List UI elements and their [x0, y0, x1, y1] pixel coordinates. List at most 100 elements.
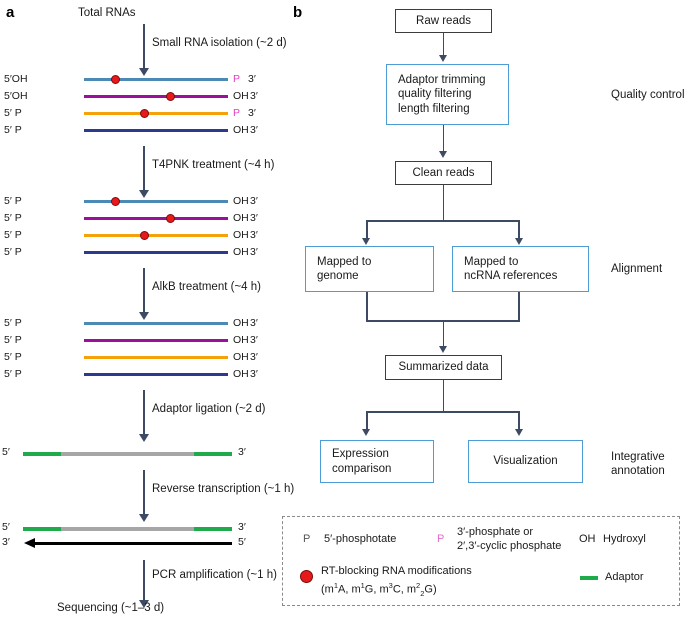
strand-1-right-terminus: P: [233, 73, 241, 85]
branch-left-arrowhead-alignment: [362, 238, 371, 245]
flow-node-visualization[interactable]: Visualization: [468, 440, 583, 483]
strand-2-left-terminus: 5′ P: [4, 334, 22, 346]
rna-strand-1: [84, 200, 228, 203]
rna-stage-after-reverse-transcription: 5′ 3′ 3′ 5′: [0, 521, 290, 553]
rt-adaptor-3prime: [194, 527, 232, 531]
legend-3prime-line-2: 2′,3′-cyclic phosphate: [457, 539, 562, 552]
branch-bar-annotation: [366, 411, 520, 413]
flow-node-raw-reads[interactable]: Raw reads: [395, 9, 492, 33]
legend-symbol-p-5prime: P: [303, 533, 311, 545]
rna-stage-after-adaptor-ligation: 5′ 3′: [0, 446, 290, 462]
expression-line-2: comparison: [332, 462, 392, 475]
flow-node-mapped-to-genome[interactable]: Mapped to genome: [305, 246, 434, 292]
figure-legend-box: P 5′-phosphotate P 3′-phosphate or 2′,3′…: [282, 516, 680, 606]
step-label-reverse-transcription: Reverse transcription (~1 h): [152, 483, 295, 495]
connector-raw-to-qc: [442, 33, 445, 57]
strand-4-left-terminus: 5′ P: [4, 368, 22, 380]
strand-3-right-prime: 3′: [250, 351, 258, 363]
strand-3-right-prime: 3′: [250, 229, 258, 241]
mapped-genome-line-2: genome: [317, 270, 359, 282]
strand-2-right-prime: 3′: [250, 90, 258, 102]
qc-line-1: Adaptor trimming: [398, 73, 486, 86]
integrative-annotation-line-2: annotation: [611, 465, 665, 477]
stage4-right-end-label: 3′: [238, 446, 246, 458]
rna-modification-marker: [111, 196, 121, 206]
mapped-genome-line-1: Mapped to: [317, 255, 372, 268]
branch-right-drop-alignment: [518, 220, 520, 240]
connector-qc-to-clean-arrowhead: [439, 151, 447, 158]
legend-text-5prime-phosphotate: 5′-phosphotate: [324, 533, 397, 545]
legend-symbol-rt-blocking-dot: [300, 570, 313, 583]
adaptor-segment-5prime: [23, 452, 61, 456]
merge-stem-summarized: [442, 320, 445, 348]
legend-text-3prime-phosphate: 3′-phosphate or 2′,3′-cyclic phosphate: [457, 526, 561, 553]
qc-line-3: length filtering: [398, 102, 470, 115]
strand-2-right-terminus: OH: [233, 212, 249, 224]
rna-modification-marker: [165, 91, 175, 101]
rna-strand-3: [84, 356, 228, 359]
strand-1-left-terminus: 5′ P: [4, 317, 22, 329]
merge-arrowhead-summarized: [439, 346, 447, 353]
strand-1-right-prime: 3′: [250, 195, 258, 207]
branch-right-arrowhead-alignment: [514, 238, 523, 245]
strand-3-right-prime: 3′: [248, 107, 256, 119]
rna-strand-4: [84, 129, 228, 132]
strand-3-left-terminus: 5′ P: [4, 107, 22, 119]
stage-label-integrative-annotation: Integrative annotation: [611, 450, 665, 478]
stage-label-alignment: Alignment: [611, 263, 663, 275]
flow-node-clean-reads[interactable]: Clean reads: [395, 161, 492, 185]
panel-a-final-label: Sequencing (~1–3 d): [57, 602, 165, 614]
rna-modification-marker: [111, 74, 121, 84]
cdna-arrowhead: [24, 538, 35, 548]
stage5-bottom-right-label: 5′: [238, 536, 246, 548]
strand-2-right-prime: 3′: [250, 334, 258, 346]
strand-1-right-terminus: OH: [233, 317, 249, 329]
process-arrow-3: [139, 268, 149, 320]
strand-4-left-terminus: 5′ P: [4, 246, 22, 258]
strand-3-left-terminus: 5′ P: [4, 229, 22, 241]
rna-modification-marker: [165, 213, 175, 223]
strand-4-right-terminus: OH: [233, 246, 249, 258]
flow-node-quality-control[interactable]: Adaptor trimming quality filtering lengt…: [386, 64, 509, 125]
strand-3-right-terminus: P: [233, 107, 241, 119]
strand-2-right-terminus: OH: [233, 334, 249, 346]
rna-modification-marker: [139, 230, 149, 240]
legend-symbol-oh: OH: [579, 533, 596, 545]
flow-node-expression-comparison[interactable]: Expression comparison: [320, 440, 434, 483]
rna-strand-3: [84, 112, 228, 115]
process-arrow-5: [139, 470, 149, 522]
rt-adaptor-5prime: [23, 527, 61, 531]
step-label-pcr-amplification: PCR amplification (~1 h): [152, 569, 277, 581]
strand-1-left-terminus: 5′OH: [4, 73, 28, 85]
branch-left-drop-annotation: [366, 411, 368, 431]
flow-node-summarized-data[interactable]: Summarized data: [385, 355, 502, 380]
panel-a-letter: a: [6, 4, 15, 21]
strand-1-right-prime: 3′: [250, 317, 258, 329]
qc-line-2: quality filtering: [398, 88, 472, 101]
cdna-strand: [34, 542, 232, 545]
rna-strand-1: [84, 322, 228, 325]
strand-2-left-terminus: 5′ P: [4, 212, 22, 224]
strand-2-right-prime: 3′: [250, 212, 258, 224]
legend-3prime-line-1: 3′-phosphate or: [457, 526, 534, 538]
legend-text-adaptor: Adaptor: [605, 571, 644, 583]
stage4-left-end-label: 5′: [2, 446, 10, 458]
branch-right-arrowhead-annotation: [514, 429, 523, 436]
connector-qc-to-clean: [442, 125, 445, 153]
rna-strand-2: [84, 339, 228, 342]
strand-3-right-terminus: OH: [233, 229, 249, 241]
legend-rt-blocking-line-2: (m1A, m1G, m3C, m22G): [321, 580, 437, 598]
merge-right-riser: [518, 292, 520, 322]
strand-4-left-terminus: 5′ P: [4, 124, 22, 136]
rt-insert: [61, 527, 194, 531]
strand-4-right-terminus: OH: [233, 124, 249, 136]
rna-strand-2: [84, 217, 228, 220]
stage-label-quality-control: Quality control: [611, 89, 685, 101]
panel-a-title: Total RNAs: [78, 7, 136, 19]
legend-symbol-p-3prime: P: [437, 533, 445, 545]
strand-4-right-prime: 3′: [250, 246, 258, 258]
merge-left-riser: [366, 292, 368, 322]
strand-4-right-prime: 3′: [250, 368, 258, 380]
stage5-bottom-left-label: 3′: [2, 536, 10, 548]
flow-node-mapped-to-ncrna[interactable]: Mapped to ncRNA references: [452, 246, 589, 292]
